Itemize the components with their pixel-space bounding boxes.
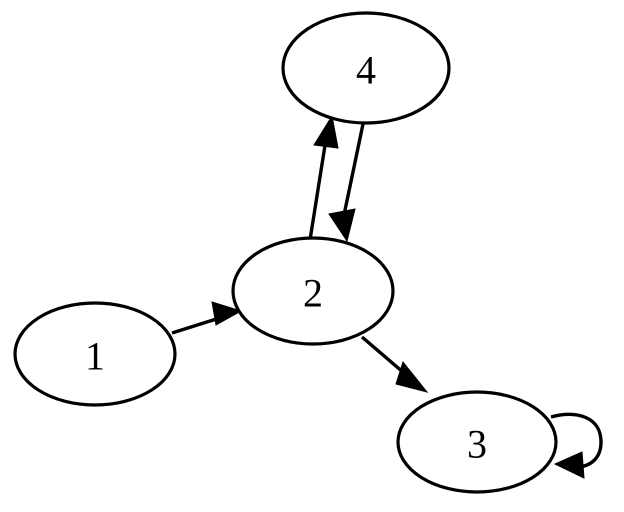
- arrowhead-icon: [553, 451, 585, 479]
- edge-1-to-2[interactable]: [171, 301, 243, 335]
- node-label: 3: [467, 422, 487, 467]
- node-1[interactable]: 1: [13, 301, 177, 407]
- node-shape: [281, 11, 451, 125]
- edge-4-to-2[interactable]: [328, 123, 365, 243]
- edge-line: [550, 412, 603, 469]
- edges-layer: [171, 114, 603, 479]
- edge-2-to-3[interactable]: [360, 335, 429, 393]
- node-label: 2: [303, 271, 323, 316]
- node-2[interactable]: 2: [231, 236, 395, 346]
- arrowhead-icon: [313, 114, 339, 149]
- node-4[interactable]: 4: [281, 11, 451, 125]
- arrowhead-icon: [395, 360, 429, 393]
- node-shape: [396, 390, 558, 494]
- arrowhead-icon: [211, 301, 243, 326]
- node-label: 1: [85, 334, 105, 379]
- arrowhead-icon: [328, 208, 356, 243]
- node-shape: [231, 236, 395, 346]
- edge-2-to-4[interactable]: [308, 114, 339, 241]
- edge-line: [342, 123, 365, 216]
- node-3[interactable]: 3: [396, 390, 558, 494]
- node-label: 4: [356, 48, 376, 93]
- edge-3-to-3-self-loop[interactable]: [550, 412, 603, 479]
- node-shape: [13, 301, 177, 407]
- edge-line: [308, 138, 328, 241]
- nodes-layer: 1 2 3 4: [13, 11, 558, 494]
